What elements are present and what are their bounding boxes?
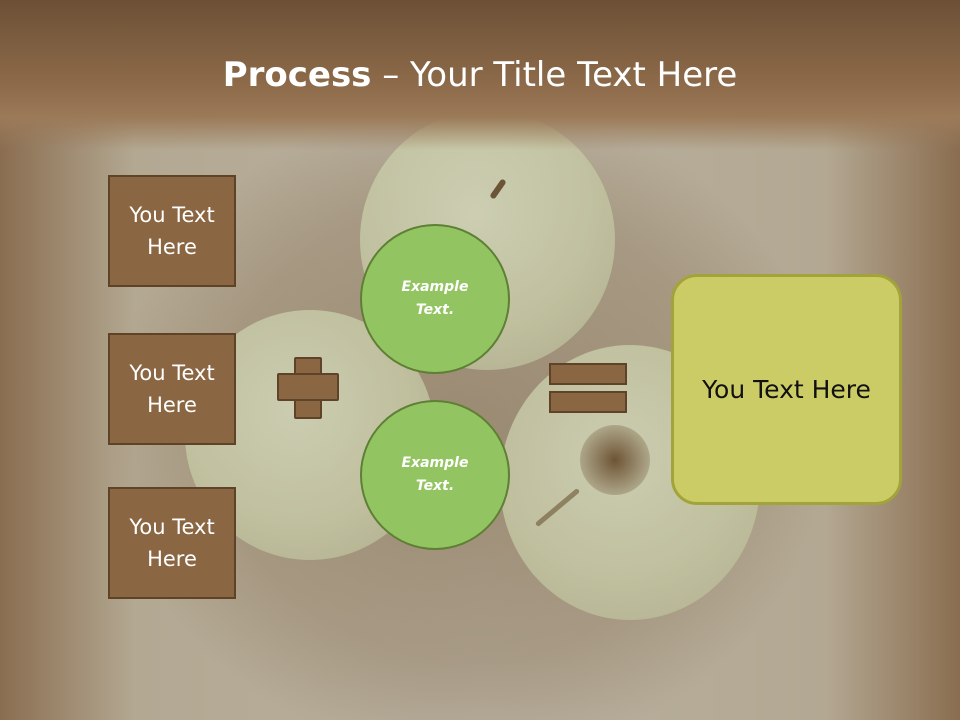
- plus-icon-center: [296, 375, 320, 399]
- title-rest: – Your Title Text Here: [371, 55, 738, 95]
- example-circle-2-label: Example Text.: [401, 455, 469, 494]
- text-box-1-label: You Text Here: [129, 203, 215, 259]
- text-box-2-label: You Text Here: [129, 361, 215, 417]
- text-box-2: You Text Here: [108, 333, 236, 445]
- text-box-3-label: You Text Here: [129, 515, 215, 571]
- result-box-label: You Text Here: [702, 375, 871, 404]
- slide-title: Process – Your Title Text Here: [0, 52, 960, 98]
- result-box: You Text Here: [671, 274, 902, 505]
- apple-calyx-right: [580, 425, 650, 495]
- text-box-3: You Text Here: [108, 487, 236, 599]
- title-bold: Process: [222, 55, 372, 95]
- equals-icon-bottom-bar: [549, 391, 627, 413]
- example-circle-1-label: Example Text.: [401, 279, 469, 318]
- title-bar: [0, 0, 960, 150]
- example-circle-2: Example Text.: [360, 400, 510, 550]
- equals-icon-top-bar: [549, 363, 627, 385]
- example-circle-1: Example Text.: [360, 224, 510, 374]
- text-box-1: You Text Here: [108, 175, 236, 287]
